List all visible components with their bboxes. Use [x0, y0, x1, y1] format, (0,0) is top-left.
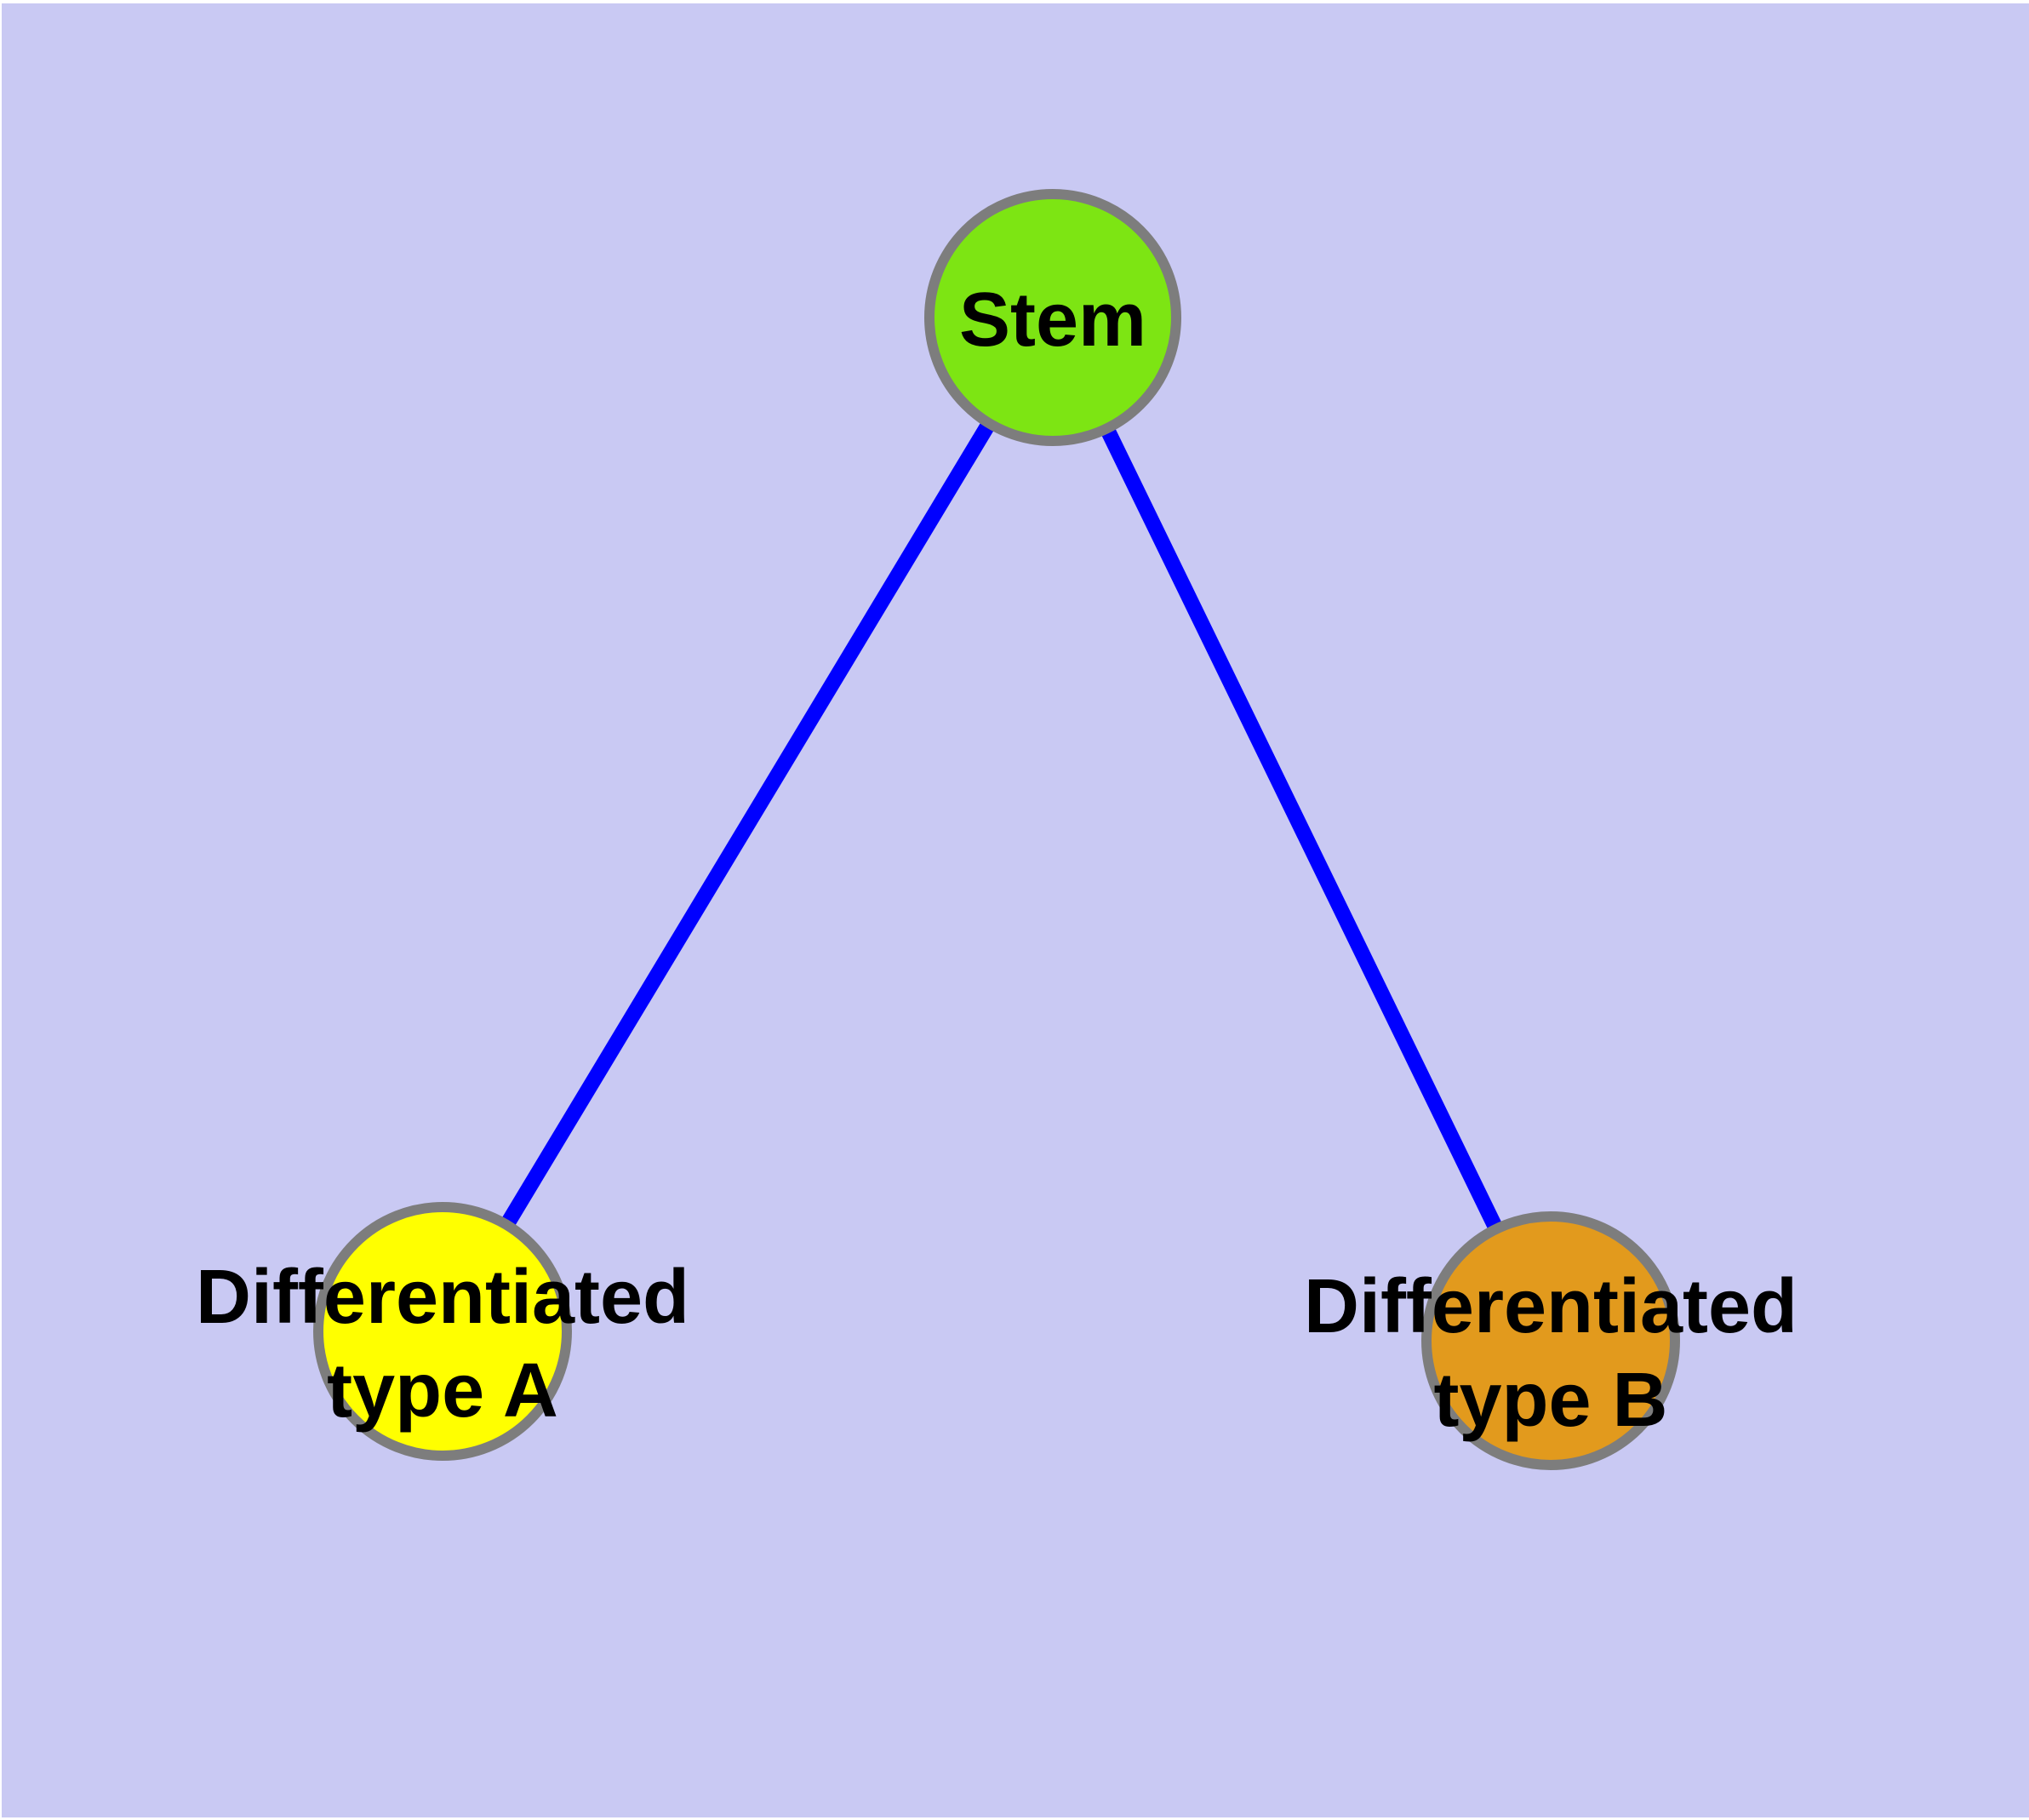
differentiated-type-a-label-line2: type A: [327, 1348, 558, 1434]
edge-stem-differentiated-type-a: [436, 313, 1060, 1336]
edge-stem-differentiated-type-b: [1045, 314, 1558, 1344]
node-differentiated-type-a: Differentiated type A: [196, 1202, 689, 1461]
stem-node-circle: [924, 189, 1181, 446]
differentiated-type-a-label-line1: Differentiated: [196, 1255, 689, 1340]
differentiated-type-b-label-line2: type B: [1433, 1358, 1667, 1443]
differentiated-type-b-node-circle: [1421, 1211, 1680, 1470]
node-stem: Stem: [924, 189, 1181, 446]
stem-node-label: Stem: [959, 278, 1146, 363]
differentiated-type-a-node-circle: [313, 1202, 572, 1461]
differentiated-type-b-label-line1: Differentiated: [1304, 1264, 1798, 1349]
edges: [436, 313, 1558, 1344]
node-differentiated-type-b: Differentiated type B: [1304, 1211, 1798, 1470]
